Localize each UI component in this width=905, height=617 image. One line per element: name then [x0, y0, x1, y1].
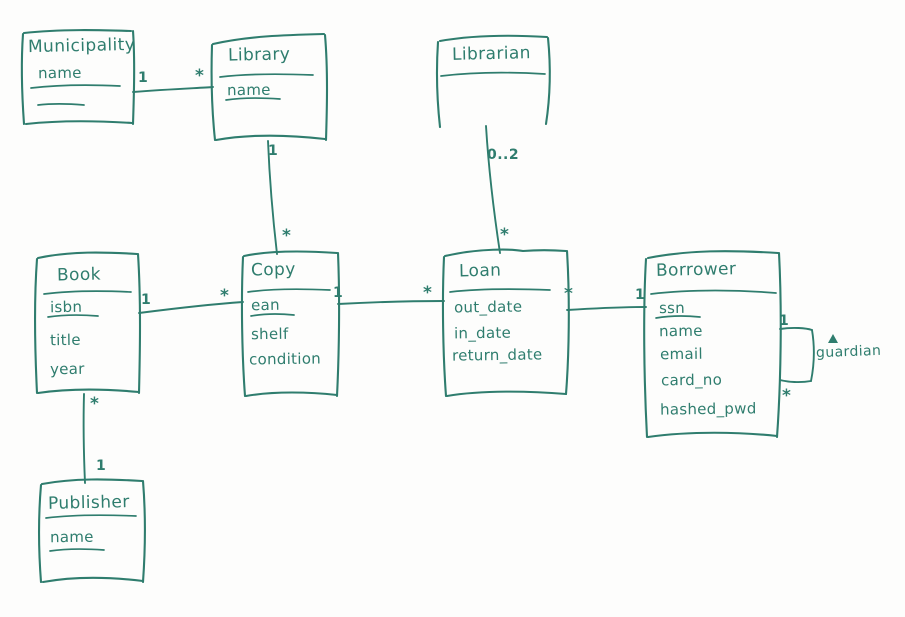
association-librarian-loan[interactable]: [485, 125, 501, 254]
divider-copy: [247, 288, 331, 293]
association-book-publisher[interactable]: [82, 393, 86, 484]
multiplicity-library-copy-from: 1: [268, 143, 279, 159]
divider-publisher: [45, 514, 137, 519]
underline-library-name: [225, 97, 281, 101]
multiplicity-municipality-library-from: 1: [138, 70, 149, 86]
class-name-library: Library: [227, 44, 291, 66]
multiplicity-loan-borrower-to: 1: [635, 287, 646, 303]
multiplicity-librarian-loan-from: 0..2: [487, 147, 520, 163]
multiplicity-book-publisher-from: *: [90, 394, 100, 414]
class-box-publisher[interactable]: [38, 478, 146, 584]
class-name-borrower: Borrower: [655, 259, 737, 281]
underline-municipality-name: [37, 103, 85, 106]
multiplicity-library-copy-to: *: [282, 226, 292, 246]
multiplicity-book-copy-to: *: [220, 286, 230, 306]
multiplicity-book-publisher-to: 1: [96, 458, 107, 474]
class-box-book[interactable]: [34, 251, 142, 395]
divider-borrower: [650, 289, 777, 295]
association-book-copy[interactable]: [138, 301, 244, 314]
divider-librarian: [440, 71, 546, 77]
attribute-borrower-email: email: [659, 344, 703, 364]
multiplicity-municipality-library-to: *: [195, 66, 205, 86]
class-box-copy[interactable]: [240, 250, 341, 398]
attribute-borrower-card-no: card_no: [660, 370, 723, 390]
attribute-book-title: title: [49, 330, 81, 350]
attribute-book-isbn: isbn: [49, 297, 83, 317]
association-label-guardian: guardian: [815, 342, 882, 362]
multiplicity-librarian-loan-to: *: [500, 225, 510, 245]
class-box-loan[interactable]: [441, 248, 570, 398]
reading-direction-arrow-icon: [828, 334, 838, 343]
underline-publisher-name: [49, 548, 105, 552]
attribute-municipality-name: name: [37, 63, 82, 83]
divider-loan: [449, 288, 551, 293]
association-loan-borrower[interactable]: [566, 306, 647, 311]
class-name-librarian: Librarian: [451, 43, 532, 65]
class-name-loan: Loan: [458, 260, 502, 282]
class-name-book: Book: [56, 264, 102, 286]
class-box-librarian[interactable]: [435, 34, 551, 129]
multiplicity-book-copy-from: 1: [141, 292, 152, 308]
underline-copy-ean: [250, 313, 295, 317]
underline-borrower-ssn: [655, 315, 701, 319]
attribute-publisher-name: name: [49, 527, 94, 547]
multiplicity-guardian-many: *: [782, 386, 792, 406]
multiplicity-loan-borrower-from: *: [564, 284, 574, 304]
multiplicity-guardian-one: 1: [779, 313, 790, 329]
attribute-library-name: name: [226, 80, 271, 100]
class-name-copy: Copy: [250, 259, 296, 281]
divider-library: [219, 73, 314, 78]
association-library-copy[interactable]: [267, 140, 278, 255]
association-municipality-library[interactable]: [132, 86, 214, 93]
class-box-municipality[interactable]: [20, 29, 136, 126]
attribute-loan-in-date: in_date: [453, 323, 512, 343]
attribute-borrower-hashed-pwd: hashed_pwd: [659, 399, 757, 419]
multiplicity-copy-loan-from: 1: [333, 285, 344, 301]
attribute-copy-shelf: shelf: [250, 324, 289, 344]
class-name-publisher: Publisher: [47, 492, 130, 514]
attribute-copy-condition: condition: [248, 349, 322, 369]
attribute-loan-return-date: return_date: [451, 345, 543, 365]
association-copy-loan[interactable]: [337, 300, 445, 305]
class-name-municipality: Municipality: [27, 34, 136, 58]
divider-municipality: [30, 84, 121, 89]
attribute-borrower-name: name: [658, 321, 703, 341]
multiplicity-copy-loan-to: *: [423, 283, 433, 303]
underline-book-isbn: [47, 314, 99, 318]
attribute-book-year: year: [49, 359, 85, 379]
association-borrower-guardian[interactable]: [779, 326, 838, 384]
attribute-borrower-ssn: ssn: [658, 298, 686, 318]
attribute-copy-ean: ean: [250, 295, 280, 315]
class-box-library[interactable]: [210, 32, 329, 142]
class-box-borrower[interactable]: [643, 250, 782, 439]
divider-book: [43, 290, 132, 295]
attribute-loan-out-date: out_date: [453, 297, 523, 317]
